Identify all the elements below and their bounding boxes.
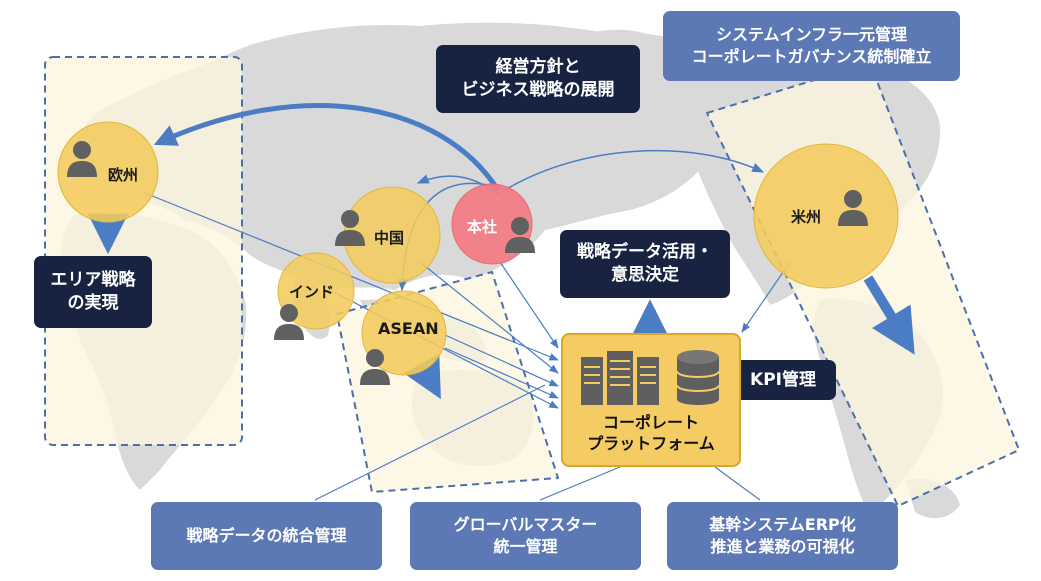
strategy-deploy-box: 経営方針と ビジネス戦略の展開 [436,45,640,113]
person-icons [67,141,868,385]
server-rack-icon [581,351,659,405]
decision-box: 戦略データ活用・ 意思決定 [560,230,730,298]
person-icon [67,141,97,177]
china-label: 中国 [374,229,405,247]
person-icon [360,349,390,385]
europe-label: 欧州 [108,166,139,184]
database-icon [676,350,720,405]
americas-circle [753,143,899,289]
india-label: インド [289,283,335,301]
person-icon [335,210,365,246]
person-icon [274,304,304,340]
data-management-box: 戦略データの統合管理 [151,502,382,570]
americas-down-arrow [863,275,915,355]
corporate-platform: コーポレート プラットフォーム [561,333,741,467]
hq-to-europe-arrow [153,103,501,192]
infra-governance-box: システムインフラ一元管理 コーポレートガバナンス統制確立 [663,11,960,81]
person-icon [505,217,535,253]
platform-label: コーポレート プラットフォーム [587,413,715,453]
thick-arrows [87,103,915,400]
asean-label: ASEAN [378,319,439,338]
global-master-box: グローバルマスター 統一管理 [410,502,641,570]
area-strategy-box: エリア戦略 の実現 [34,256,152,328]
hq-label: 本社 [467,218,498,236]
erp-box: 基幹システムERP化 推進と業務の可視化 [667,502,898,570]
europe-region [44,56,243,446]
americas-label: 米州 [791,208,822,226]
asean-down-arrow [403,353,441,400]
kpi-box: KPI管理 [730,360,836,400]
person-icon [838,190,868,226]
